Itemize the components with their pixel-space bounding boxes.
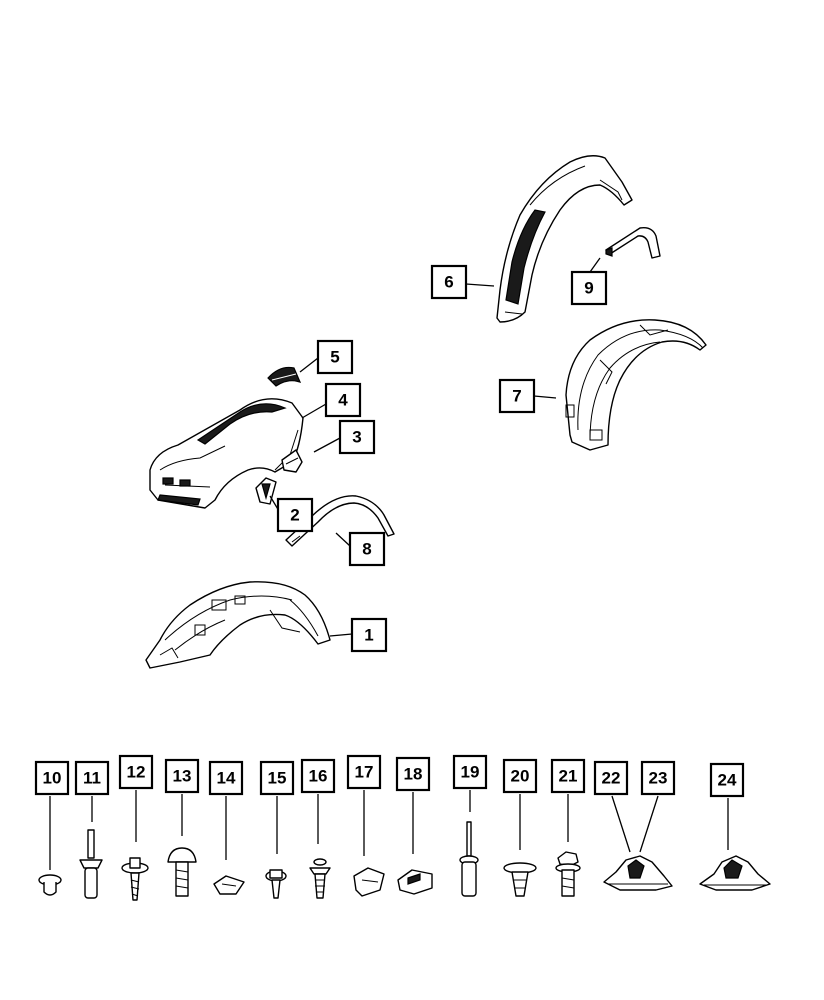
callout-19: 19 (452, 754, 488, 790)
callout-15: 15 (259, 760, 295, 796)
part-1-front-wheel-liner (145, 581, 331, 669)
part-15-screw (265, 869, 287, 899)
part-21-flange-bolt (555, 851, 581, 897)
callout-23: 23 (640, 760, 676, 796)
svg-text:8: 8 (362, 540, 371, 559)
callout-5: 5 (316, 339, 354, 375)
callout-20: 20 (502, 758, 538, 794)
svg-text:15: 15 (268, 769, 287, 788)
callout-13: 13 (164, 758, 200, 794)
leader-lines (49, 257, 729, 870)
part-10-push-pin (38, 874, 62, 896)
svg-text:3: 3 (352, 428, 361, 447)
svg-text:6: 6 (444, 273, 453, 292)
svg-text:24: 24 (718, 771, 737, 790)
part-13-bolt (167, 847, 197, 897)
callout-4: 4 (324, 382, 362, 418)
svg-text:18: 18 (404, 765, 423, 784)
part-11-rivet (79, 829, 103, 899)
part-19-long-rivet (459, 821, 479, 897)
svg-text:23: 23 (649, 769, 668, 788)
callout-8: 8 (348, 531, 386, 567)
callout-16: 16 (300, 758, 336, 794)
callout-6: 6 (430, 264, 468, 300)
part-9-rear-molding (605, 226, 661, 259)
svg-text:1: 1 (364, 626, 373, 645)
part-5-trim-piece (267, 366, 302, 387)
svg-text:10: 10 (43, 769, 62, 788)
callout-24: 24 (709, 762, 745, 798)
svg-text:12: 12 (127, 763, 146, 782)
svg-text:2: 2 (290, 506, 299, 525)
callout-14: 14 (208, 760, 244, 796)
callout-7: 7 (498, 378, 536, 414)
part-12-washer-screw (121, 857, 149, 901)
callout-2: 2 (276, 497, 314, 533)
callout-21: 21 (550, 758, 586, 794)
part-3-fender-bracket (281, 449, 303, 473)
callout-18: 18 (395, 756, 431, 792)
svg-text:19: 19 (461, 763, 480, 782)
callout-17: 17 (346, 754, 382, 790)
svg-text:9: 9 (584, 279, 593, 298)
part-20-push-pin (503, 862, 537, 897)
svg-text:5: 5 (330, 348, 339, 367)
svg-text:14: 14 (217, 769, 236, 788)
part-22-23-retainer-clip (603, 855, 673, 891)
svg-text:22: 22 (602, 769, 621, 788)
part-17-clip (353, 867, 385, 897)
callout-10: 10 (34, 760, 70, 796)
svg-text:16: 16 (309, 767, 328, 786)
callout-1: 1 (350, 617, 388, 653)
callout-9: 9 (570, 270, 608, 306)
svg-text:4: 4 (338, 391, 348, 410)
part-4-front-fender-flare (149, 398, 304, 509)
callout-22: 22 (593, 760, 629, 796)
part-7-rear-wheel-liner (565, 319, 707, 451)
svg-text:7: 7 (512, 387, 521, 406)
part-6-rear-fender-flare (496, 155, 633, 323)
svg-text:17: 17 (355, 763, 374, 782)
callout-12: 12 (118, 754, 154, 790)
svg-text:13: 13 (173, 767, 192, 786)
part-24-retainer-clip (699, 855, 771, 891)
part-14-clip-nut (213, 875, 245, 895)
callout-3: 3 (338, 419, 376, 455)
part-16-ribbed-pin (309, 858, 331, 899)
part-18-retainer (397, 869, 433, 895)
callout-11: 11 (74, 760, 110, 796)
svg-text:21: 21 (559, 767, 578, 786)
svg-text:20: 20 (511, 767, 530, 786)
svg-text:11: 11 (83, 769, 101, 788)
